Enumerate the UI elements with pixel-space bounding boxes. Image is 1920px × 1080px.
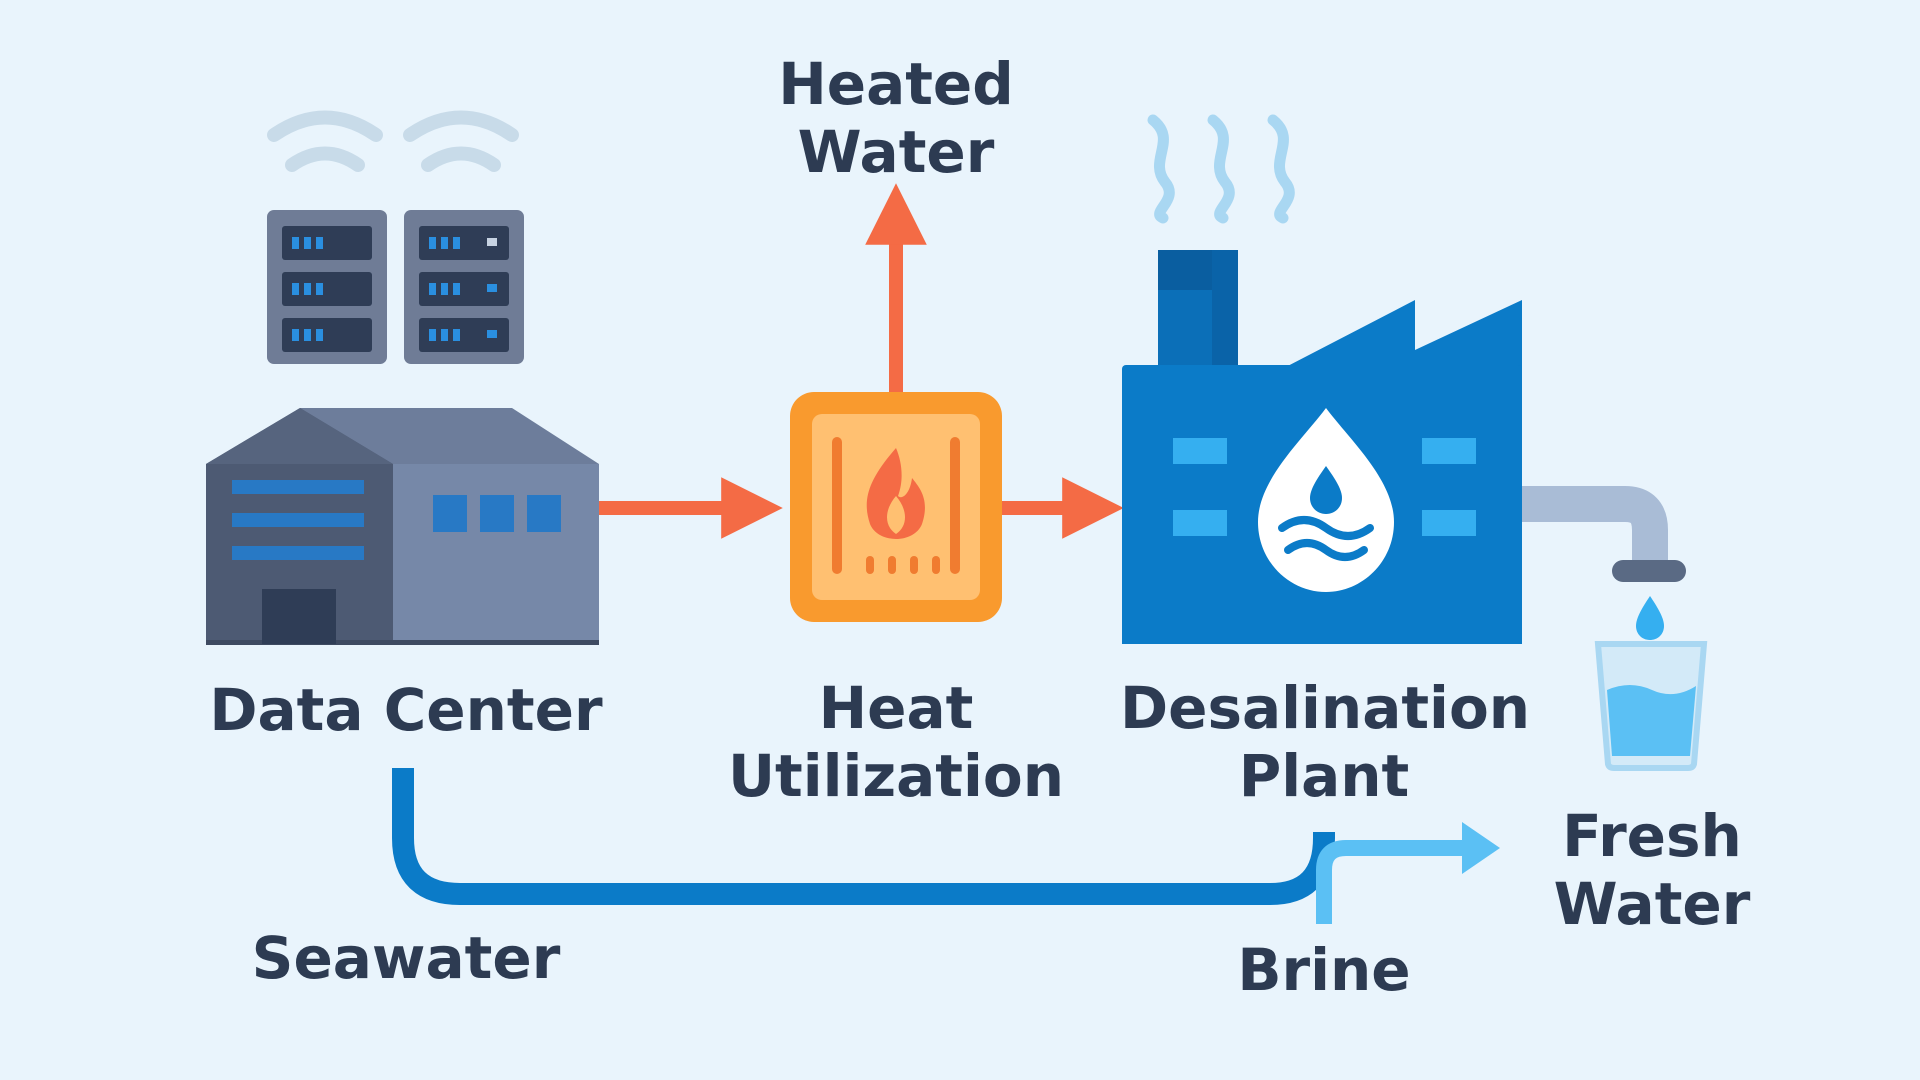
- heated-water-label: Heated Water: [771, 50, 1021, 186]
- desalination-plant-line-1: Desalination: [1120, 674, 1531, 742]
- fresh-water-label: Fresh Water: [1540, 802, 1764, 938]
- faucet-icon: [1522, 486, 1686, 640]
- heat-utilization-label: Heat Utilization: [726, 674, 1066, 810]
- brine-arrow: [1316, 822, 1500, 924]
- brine-label: Brine: [1214, 936, 1434, 1004]
- water-drop-icon: [1258, 408, 1394, 592]
- heated-water-line-1: Heated: [778, 50, 1014, 118]
- desalination-plant-label: Desalination Plant: [1120, 674, 1531, 810]
- data-center-line-1: Data Center: [209, 676, 603, 744]
- data-center-label: Data Center: [186, 676, 626, 744]
- fresh-water-line-2: Water: [1553, 870, 1751, 938]
- heated-water-line-2: Water: [797, 118, 995, 186]
- heat-utilization-line-1: Heat: [818, 674, 974, 742]
- desalination-plant-line-2: Plant: [1238, 742, 1410, 810]
- heat-utilization-line-2: Utilization: [727, 742, 1065, 810]
- heat-exchanger-flame-icon: [790, 392, 1002, 622]
- fresh-water-line-1: Fresh: [1562, 802, 1742, 870]
- brine-line-1: Brine: [1237, 936, 1411, 1004]
- water-glass-icon: [1594, 641, 1708, 771]
- steam-icon: [1147, 114, 1295, 224]
- data-center-building-icon: [206, 408, 599, 645]
- wifi-signal-icon: [267, 110, 519, 172]
- seawater-label: Seawater: [246, 924, 566, 992]
- server-rack-icon: [267, 210, 524, 364]
- seawater-line-1: Seawater: [251, 924, 561, 992]
